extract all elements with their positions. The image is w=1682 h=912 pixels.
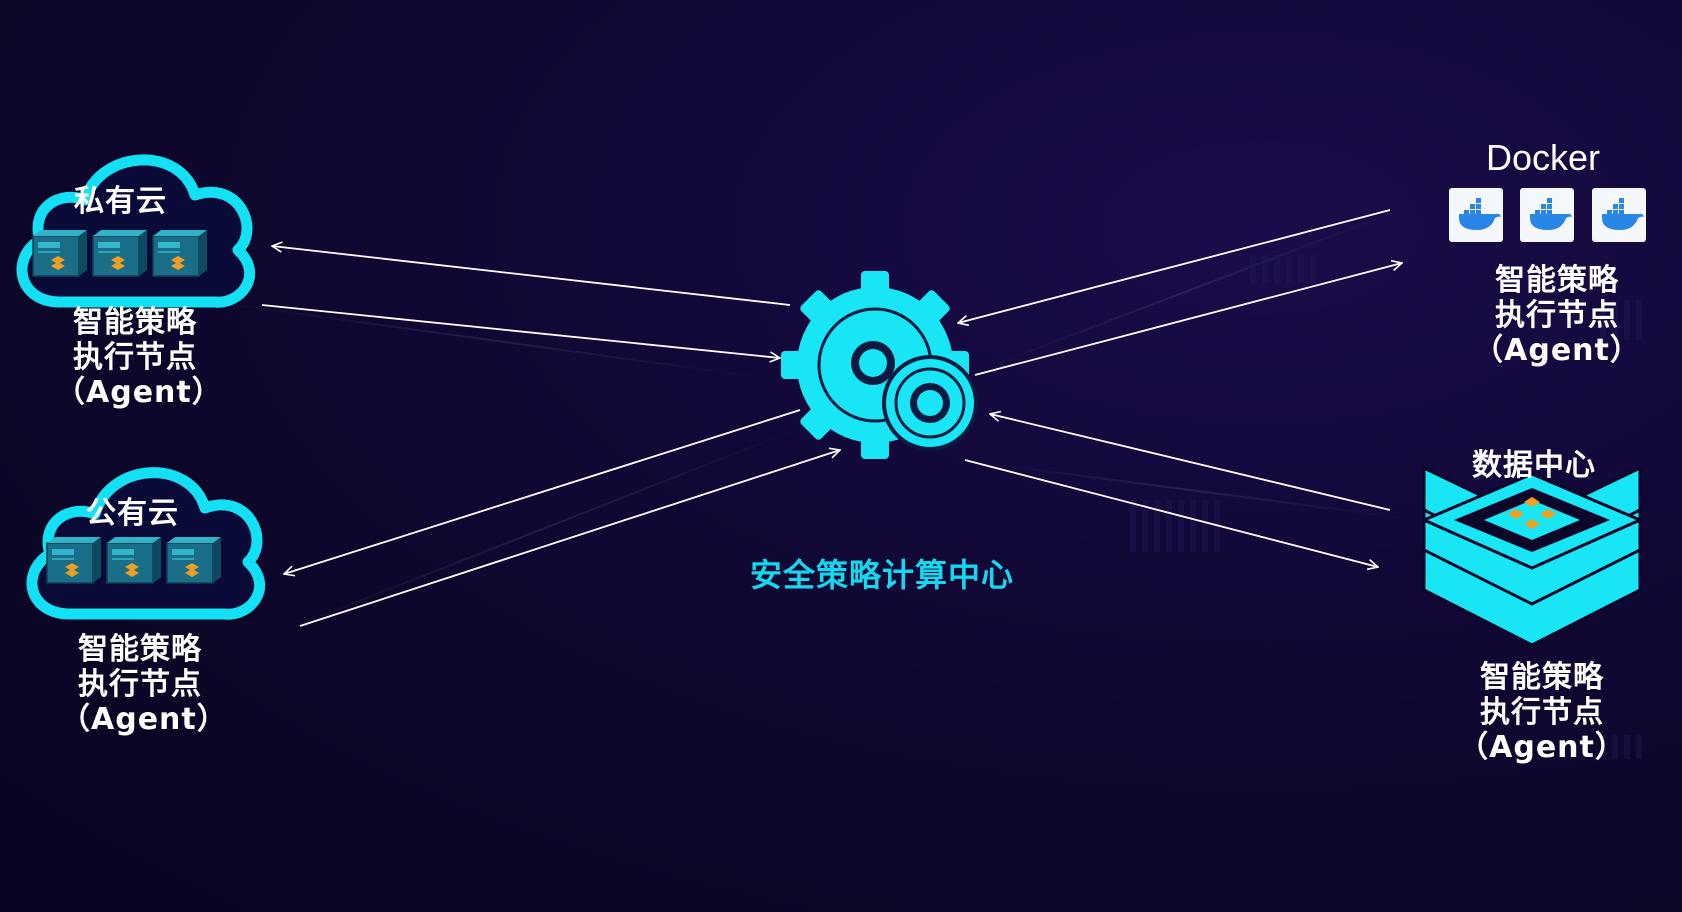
agent-label-line: （Agent）: [1473, 333, 1641, 368]
agent-label-line: 执行节点: [1480, 695, 1604, 730]
server-icon: [32, 229, 88, 277]
arrow-center-to-docker: [974, 263, 1402, 376]
arrow-center-to-public: [284, 409, 801, 574]
arrow-center-to-private: [272, 246, 791, 306]
agent-label-line: （Agent）: [1458, 730, 1626, 765]
agent-label-line: （Agent）: [55, 375, 223, 410]
agent-label-line: （Agent）: [60, 702, 228, 737]
database-stack-icon: [1420, 465, 1644, 647]
arrow-dc-to-center: [990, 414, 1391, 511]
agent-label-line: 执行节点: [78, 667, 202, 702]
server-icon: [92, 229, 148, 277]
agent-label-line: 执行节点: [1495, 298, 1619, 333]
server-icon: [46, 536, 102, 584]
arrow-docker-to-center: [958, 209, 1391, 323]
private-cloud-agent-label: 智能策略 执行节点 （Agent）: [55, 305, 223, 410]
agent-label-line: 智能策略: [1480, 660, 1604, 695]
public-cloud-agent-label: 智能策略 执行节点 （Agent）: [60, 632, 228, 737]
datacenter-title: 数据中心: [1472, 448, 1596, 483]
agent-label-line: 智能策略: [78, 632, 202, 667]
server-icon: [106, 536, 162, 584]
docker-icon: [1449, 188, 1503, 242]
arrow-private-to-center: [261, 304, 780, 358]
docker-icon: [1520, 188, 1574, 242]
agent-label-line: 智能策略: [1495, 263, 1619, 298]
datacenter-agent-label: 智能策略 执行节点 （Agent）: [1457, 660, 1627, 765]
server-icon: [166, 536, 222, 584]
agent-label-line: 智能策略: [73, 305, 197, 340]
private-cloud-icon: [16, 154, 256, 308]
agent-label-line: 执行节点: [73, 340, 197, 375]
center-label: 安全策略计算中心: [750, 556, 1015, 594]
public-cloud-icon: [26, 467, 266, 620]
docker-icon: [1592, 188, 1646, 242]
public-cloud-title: 公有云: [86, 496, 179, 531]
docker-title: Docker: [1486, 137, 1601, 178]
gear-icon: [781, 271, 978, 459]
server-icon: [152, 229, 208, 277]
connection-arrows: [261, 209, 1402, 627]
arrow-center-to-dc: [964, 459, 1378, 567]
docker-agent-label: 智能策略 执行节点 （Agent）: [1472, 263, 1642, 368]
private-cloud-title: 私有云: [74, 184, 167, 219]
arrow-public-to-center: [299, 450, 840, 627]
